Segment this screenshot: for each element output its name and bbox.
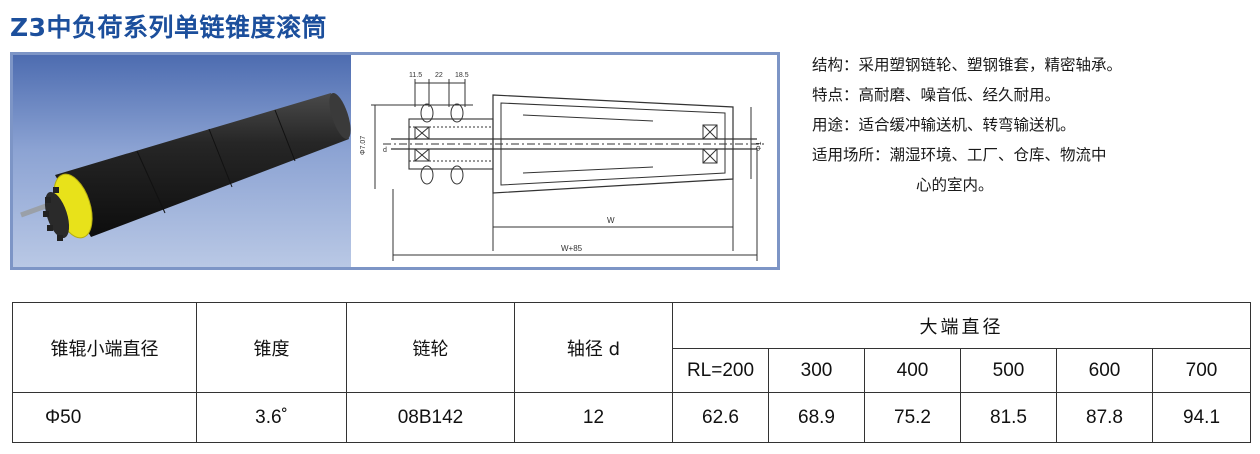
header-rl-500: 500 [960, 348, 1057, 393]
table-row: Φ50 3.6˚ 08B142 12 62.6 68.9 75.2 81.5 8… [12, 392, 1252, 443]
cell-small-diameter: Φ50 [12, 392, 197, 443]
spec-list: 结构：采用塑钢链轮、塑钢锥套，精密轴承。 特点：高耐磨、噪音低、经久耐用。 用途… [812, 50, 1252, 200]
cell-big-dia-700: 94.1 [1151, 392, 1252, 443]
roller-photo [13, 55, 351, 267]
roller-illustration [20, 93, 351, 241]
cell-big-dia-300: 68.9 [768, 392, 865, 443]
page-title: Z3中负荷系列单链锥度滚筒 [10, 13, 328, 42]
spec-structure: 结构：采用塑钢链轮、塑钢锥套，精密轴承。 [812, 56, 1123, 74]
header-rl-300: 300 [768, 348, 865, 393]
dim-label-d: d [383, 147, 387, 154]
header-rl-200: RL=200 [672, 348, 769, 393]
cell-big-dia-500: 81.5 [960, 392, 1057, 443]
header-small-diameter: 锥辊小端直径 [12, 302, 197, 393]
header-rl-400: 400 [864, 348, 961, 393]
header-rl-700: 700 [1151, 348, 1252, 393]
header-sprocket: 链轮 [346, 302, 515, 393]
spec-table: 锥辊小端直径 锥度 链轮 轴径 d 大端直径 RL=200 300 400 50… [12, 302, 1252, 443]
header-shaft-diameter: 轴径 d [514, 302, 673, 393]
dim-label-1: 11.5 [409, 72, 422, 79]
dim-label-2: 22 [435, 72, 443, 79]
cell-shaft: 12 [514, 392, 673, 443]
spec-features: 特点：高耐磨、噪音低、经久耐用。 [812, 86, 1061, 104]
product-image-frame: 11.5 22 18.5 [10, 52, 780, 270]
cross-section-drawing: 11.5 22 18.5 [360, 72, 767, 261]
dim-label-w: W [607, 216, 615, 225]
cell-big-dia-200: 62.6 [672, 392, 769, 443]
dim-label-w85: W+85 [561, 244, 583, 253]
spec-places: 适用场所：潮湿环境、工厂、仓库、物流中 [812, 146, 1107, 164]
cell-sprocket: 08B142 [346, 392, 515, 443]
header-big-diameter: 大端直径 [671, 302, 1252, 349]
cell-big-dia-400: 75.2 [864, 392, 961, 443]
header-taper: 锥度 [196, 302, 347, 393]
spec-usage: 用途：适合缓冲输送机、转弯输送机。 [812, 116, 1076, 134]
header-rl-600: 600 [1056, 348, 1153, 393]
dim-label-right: Φ1 [756, 141, 763, 151]
spec-places-continued: 心的室内。 [916, 176, 994, 194]
dim-label-side: Φ7.07 [360, 136, 367, 155]
cell-taper: 3.6˚ [196, 392, 347, 443]
dim-label-3: 18.5 [455, 72, 469, 79]
technical-drawing: 11.5 22 18.5 [353, 55, 777, 267]
cell-big-dia-600: 87.8 [1056, 392, 1153, 443]
